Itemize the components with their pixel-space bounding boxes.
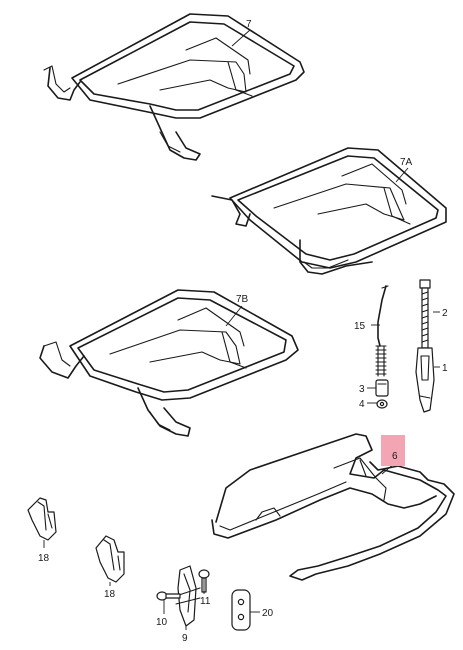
- callout-1[interactable]: 1: [442, 363, 448, 374]
- frame-7: [43, 13, 305, 161]
- clip-18-left: [27, 497, 57, 541]
- callout-9[interactable]: 9: [182, 633, 188, 644]
- bracket-1: [415, 347, 435, 413]
- nut-4: [376, 399, 388, 409]
- callout-2[interactable]: 2: [442, 308, 448, 319]
- callout-7a[interactable]: 7A: [400, 157, 413, 168]
- frame-6: [211, 433, 455, 581]
- callout-7b[interactable]: 7B: [236, 294, 249, 305]
- callout-7[interactable]: 7: [246, 19, 252, 30]
- callout-3[interactable]: 3: [359, 384, 365, 395]
- screw-10: [156, 591, 181, 601]
- callout-20[interactable]: 20: [262, 608, 274, 619]
- frame-7b: [39, 289, 299, 437]
- callout-10[interactable]: 10: [156, 617, 168, 628]
- callout-6[interactable]: 6: [392, 451, 398, 462]
- clip-18-middle: [95, 535, 125, 583]
- callout-11[interactable]: 11: [200, 596, 211, 607]
- callout-18-middle[interactable]: 18: [104, 589, 116, 600]
- callout-18-left[interactable]: 18: [38, 553, 50, 564]
- callout-4[interactable]: 4: [359, 399, 365, 410]
- bolt-2: [419, 279, 431, 349]
- frame-7a: [211, 147, 447, 275]
- highlight-box-6: [381, 435, 405, 466]
- clip-3: [375, 379, 389, 397]
- wire-spring-15: [375, 285, 389, 377]
- pad-20: [231, 589, 251, 631]
- leader-lines: [43, 29, 440, 630]
- callout-15[interactable]: 15: [354, 321, 366, 332]
